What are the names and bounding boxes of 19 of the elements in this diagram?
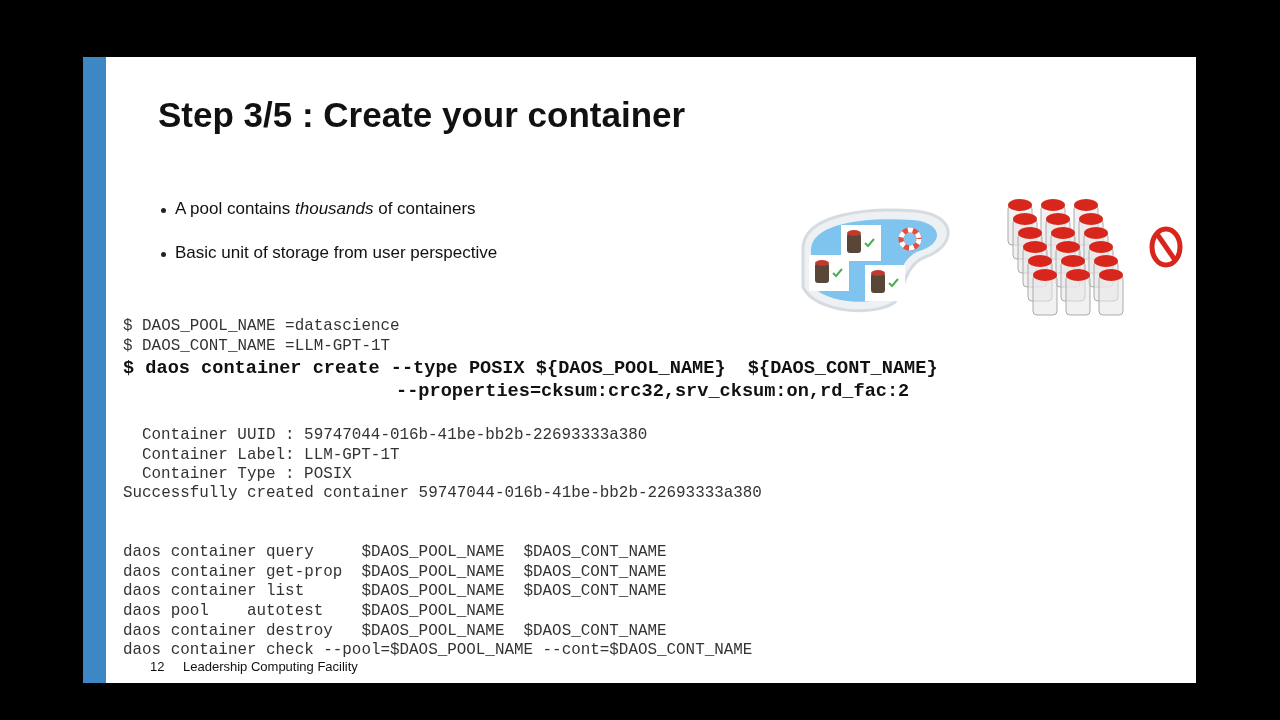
code-line: daos container list $DAOS_POOL_NAME $DAOS_CONT_NAME [123,582,667,601]
code-line: $ DAOS_POOL_NAME =datascience [123,317,400,336]
bullet-text: Basic unit of storage from user perspective [175,243,498,263]
bullet-text: A pool contains thousands of containers [175,199,476,219]
footer-text: Leadership Computing Facility [183,659,358,674]
code-line: daos pool autotest $DAOS_POOL_NAME [123,602,505,621]
code-line: daos container check --pool=$DAOS_POOL_NAME --cont=$DAOS_CONT_NAME [123,641,753,660]
code-line: Successfully created container 59747044-016b-41be-bb2b-22693333a380 [123,484,762,503]
code-line: $ DAOS_CONT_NAME =LLM-GPT-1T [123,337,390,356]
code-line: Container Type : POSIX [142,465,352,484]
slide-number: 12 [150,659,165,674]
command-line: $ daos container create --type POSIX ${DAOS_POOL_NAME} ${DAOS_CONT_NAME} [123,358,938,380]
slide-title: Step 3/5 : Create your container [158,95,686,135]
command-line: --properties=cksum:crc32,srv_cksum:on,rd_fac:2 [396,381,910,403]
code-line: Container Label: LLM-GPT-1T [142,446,400,465]
code-line: daos container destroy $DAOS_POOL_NAME $DAOS_CONT_NAME [123,622,667,641]
code-line: daos container get-prop $DAOS_POOL_NAME $DAOS_CONT_NAME [123,563,667,582]
code-line: daos container query $DAOS_POOL_NAME $DAOS_CONT_NAME [123,543,667,562]
code-line: Container UUID : 59747044-016b-41be-bb2b-22693333a380 [142,426,648,445]
